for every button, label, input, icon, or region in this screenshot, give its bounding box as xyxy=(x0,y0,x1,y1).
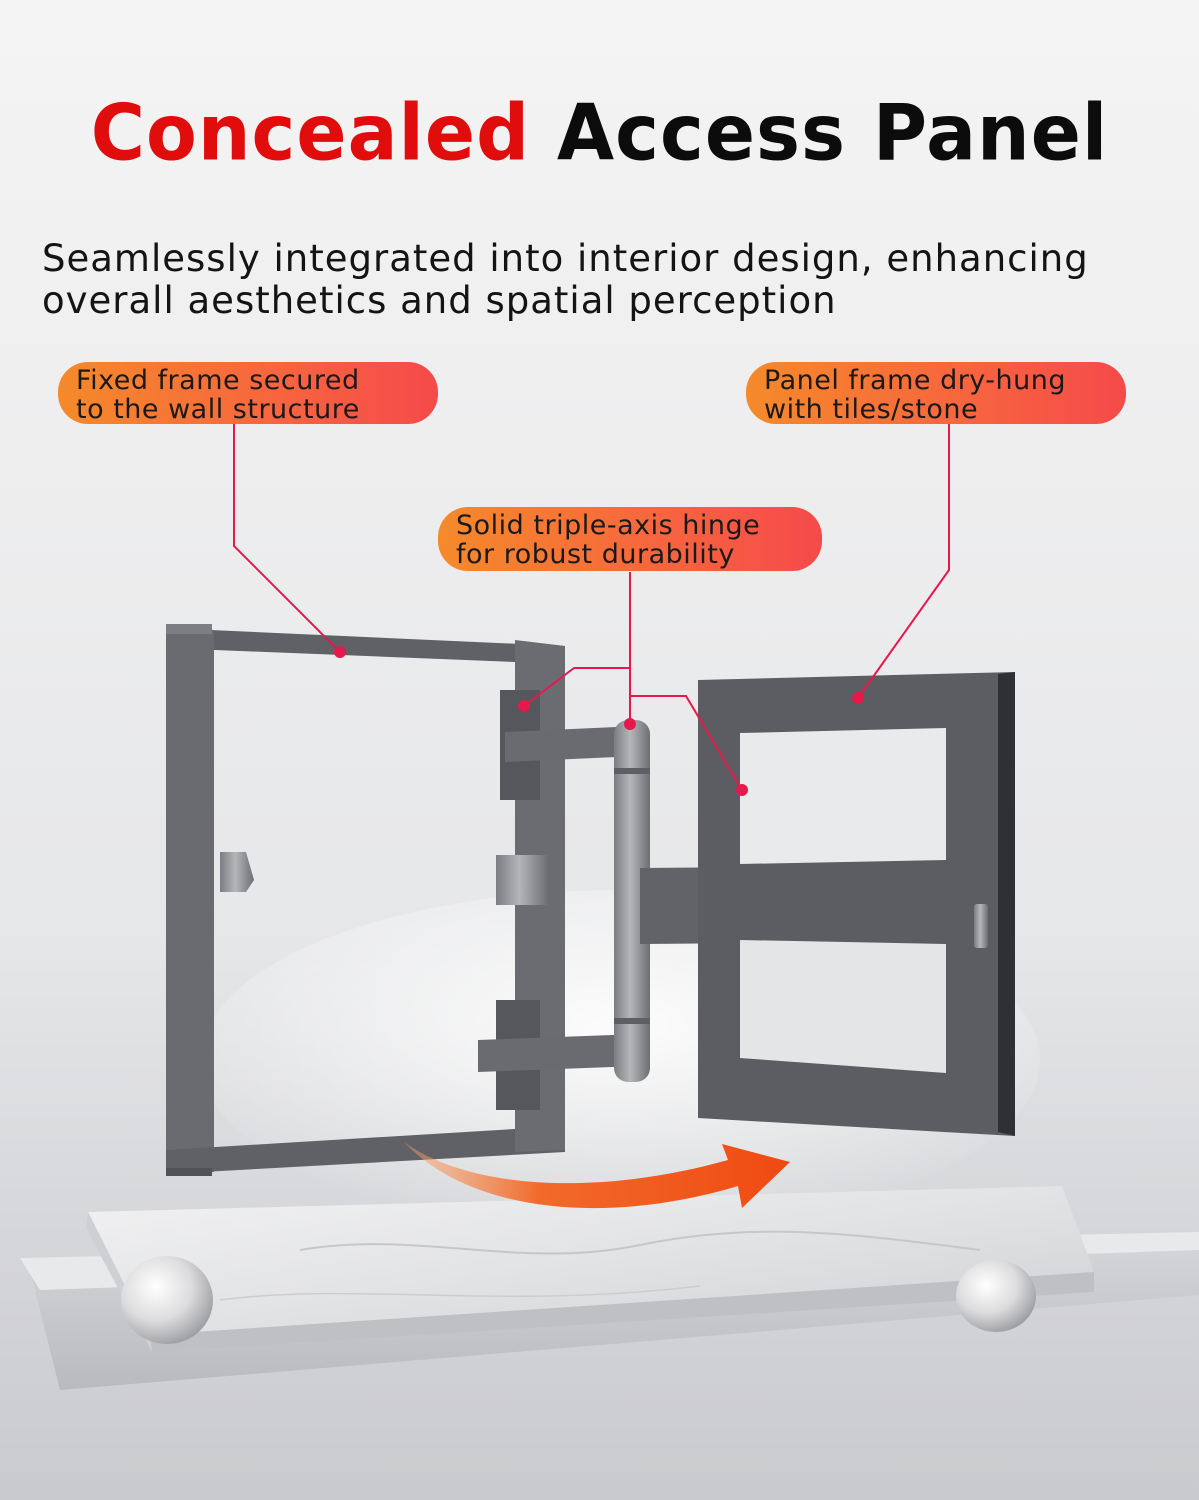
callout-line: to the wall structure xyxy=(76,394,360,425)
callout-line: Fixed frame secured xyxy=(76,365,360,396)
callout-panel-frame: Panel frame dry-hung with tiles/stone xyxy=(746,362,1126,424)
marble-plinth xyxy=(20,1186,1199,1390)
subtitle-line-1: Seamlessly integrated into interior desi… xyxy=(42,237,1089,280)
callout-hinge: Solid triple-axis hinge for robust durab… xyxy=(438,507,822,571)
callout-line: Panel frame dry-hung xyxy=(764,365,1067,396)
panel-frame xyxy=(698,672,1015,1136)
leader-lines xyxy=(233,424,950,791)
callout-line: Solid triple-axis hinge xyxy=(456,510,761,541)
page-title: Concealed Access Panel xyxy=(0,94,1199,172)
callout-fixed-frame: Fixed frame secured to the wall structur… xyxy=(58,362,438,424)
title-highlight: Concealed xyxy=(90,87,531,179)
decor-sphere-right xyxy=(956,1260,1036,1332)
subtitle-line-2: overall aesthetics and spatial perceptio… xyxy=(42,279,837,322)
callout-line: with tiles/stone xyxy=(764,394,979,425)
title-rest: Access Panel xyxy=(556,87,1109,179)
callout-line: for robust durability xyxy=(456,539,735,570)
leader-dots xyxy=(334,646,864,796)
page-subtitle: Seamlessly integrated into interior desi… xyxy=(42,238,1182,322)
decor-sphere-left xyxy=(121,1256,213,1344)
rotation-arrow xyxy=(404,1142,790,1209)
